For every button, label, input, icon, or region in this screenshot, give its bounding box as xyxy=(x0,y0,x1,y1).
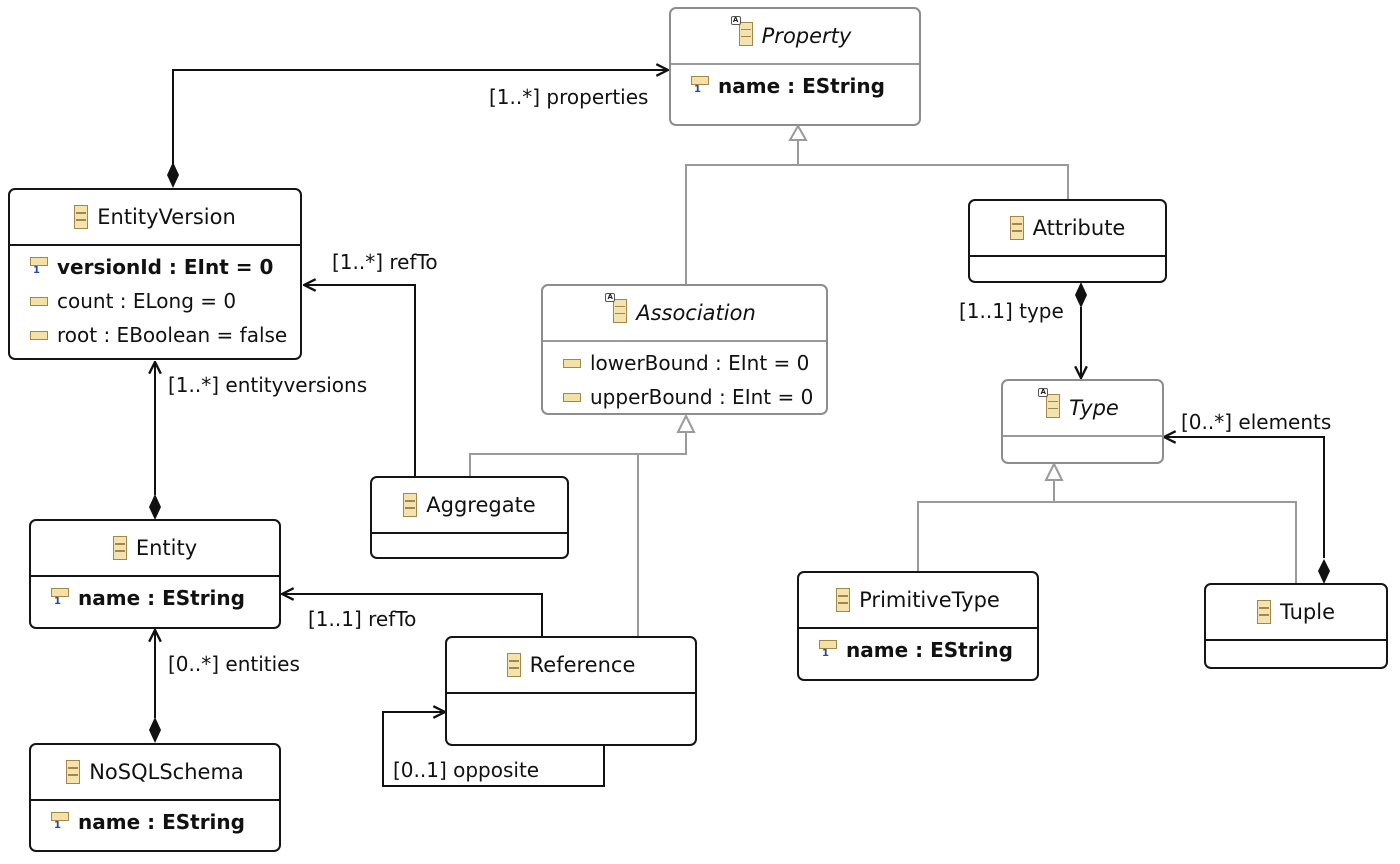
assoc-aggregate-refto xyxy=(304,285,416,477)
class-header: NoSQLSchema xyxy=(31,745,279,801)
label-refto-entityversion: [1..*] refTo xyxy=(332,250,438,274)
generalization-to-property xyxy=(685,123,1069,285)
class-name: EntityVersion xyxy=(97,205,236,229)
class-name: Tuple xyxy=(1279,600,1336,624)
class-header: Tuple xyxy=(1206,585,1386,641)
assoc-reference-refto xyxy=(282,594,543,637)
class-header: PrimitiveType xyxy=(799,573,1037,629)
assoc-entityversions xyxy=(149,362,161,520)
id-attribute-icon xyxy=(691,75,709,97)
class-name: NoSQLSchema xyxy=(89,760,244,784)
label-entities: [0..*] entities xyxy=(168,652,300,676)
class-header: EntityVersion xyxy=(10,190,300,246)
attribute-row[interactable]: name : EString xyxy=(671,69,919,103)
attribute-icon xyxy=(30,330,48,340)
class-header: Aggregate xyxy=(372,478,567,534)
class-icon xyxy=(112,536,127,560)
class-name: Type xyxy=(1069,396,1119,420)
attribute-row[interactable]: lowerBound : EInt = 0 xyxy=(543,346,826,380)
class-type[interactable]: A Type xyxy=(1001,379,1164,464)
id-attribute-icon xyxy=(51,811,69,833)
class-attribute[interactable]: Attribute xyxy=(968,199,1167,283)
label-type: [1..1] type xyxy=(959,299,1064,323)
attribute-row[interactable]: name : EString xyxy=(31,805,279,839)
class-icon xyxy=(74,205,89,229)
assoc-opposite xyxy=(382,712,605,787)
id-attribute-icon xyxy=(30,256,48,278)
label-entityversions: [1..*] entityversions xyxy=(168,373,368,397)
class-header: A Association xyxy=(543,286,826,342)
assoc-type xyxy=(1075,282,1087,378)
label-properties: [1..*] properties xyxy=(489,85,649,109)
attribute-row[interactable]: name : EString xyxy=(799,633,1037,667)
assoc-entities xyxy=(149,630,161,743)
class-icon xyxy=(836,588,851,612)
class-name: Reference xyxy=(529,653,636,677)
class-icon xyxy=(1256,600,1271,624)
class-entityversion[interactable]: EntityVersion versionId : EInt = 0 count… xyxy=(8,188,302,360)
attribute-row[interactable]: count : ELong = 0 xyxy=(10,284,300,318)
abstract-class-icon: A xyxy=(730,15,753,51)
attribute-row[interactable]: name : EString xyxy=(31,581,279,615)
class-association[interactable]: A Association lowerBound : EInt = 0 uppe… xyxy=(541,284,828,415)
class-aggregate[interactable]: Aggregate xyxy=(370,476,569,559)
abstract-class-icon: A xyxy=(1038,387,1061,423)
class-icon xyxy=(506,653,521,677)
class-name: PrimitiveType xyxy=(859,588,1000,612)
class-name: Attribute xyxy=(1032,216,1126,240)
attribute-row[interactable]: upperBound : EInt = 0 xyxy=(543,380,826,413)
generalization-to-type xyxy=(917,461,1297,585)
generalization-to-association xyxy=(469,413,696,637)
class-icon xyxy=(403,493,418,517)
label-opposite: [0..1] opposite xyxy=(393,758,540,782)
attribute-icon xyxy=(563,392,581,402)
class-icon xyxy=(66,760,81,784)
attribute-icon xyxy=(563,358,581,368)
class-name: Property xyxy=(761,24,852,48)
class-name: Aggregate xyxy=(426,493,536,517)
class-name: Association xyxy=(636,301,756,325)
id-attribute-icon xyxy=(819,639,837,661)
class-nosqlschema[interactable]: NoSQLSchema name : EString xyxy=(29,743,281,852)
label-elements: [0..*] elements xyxy=(1181,410,1332,434)
attribute-row[interactable]: versionId : EInt = 0 xyxy=(10,250,300,284)
abstract-class-icon: A xyxy=(605,292,628,328)
attribute-icon xyxy=(30,296,48,306)
class-header: Reference xyxy=(447,638,695,694)
id-attribute-icon xyxy=(51,587,69,609)
assoc-properties xyxy=(167,70,668,188)
label-refto-entity: [1..1] refTo xyxy=(308,607,417,631)
class-header: Entity xyxy=(31,521,279,577)
class-entity[interactable]: Entity name : EString xyxy=(29,519,281,629)
class-primitivetype[interactable]: PrimitiveType name : EString xyxy=(797,571,1039,681)
class-header: A Type xyxy=(1003,381,1162,437)
class-header: A Property xyxy=(671,9,919,65)
class-reference[interactable]: Reference xyxy=(445,636,697,746)
class-header: Attribute xyxy=(970,201,1165,257)
class-name: Entity xyxy=(135,536,198,560)
class-tuple[interactable]: Tuple xyxy=(1204,583,1388,669)
class-icon xyxy=(1009,216,1024,240)
assoc-elements xyxy=(1164,437,1330,584)
class-property[interactable]: A Property name : EString xyxy=(669,7,921,126)
attribute-row[interactable]: root : EBoolean = false xyxy=(10,318,300,352)
